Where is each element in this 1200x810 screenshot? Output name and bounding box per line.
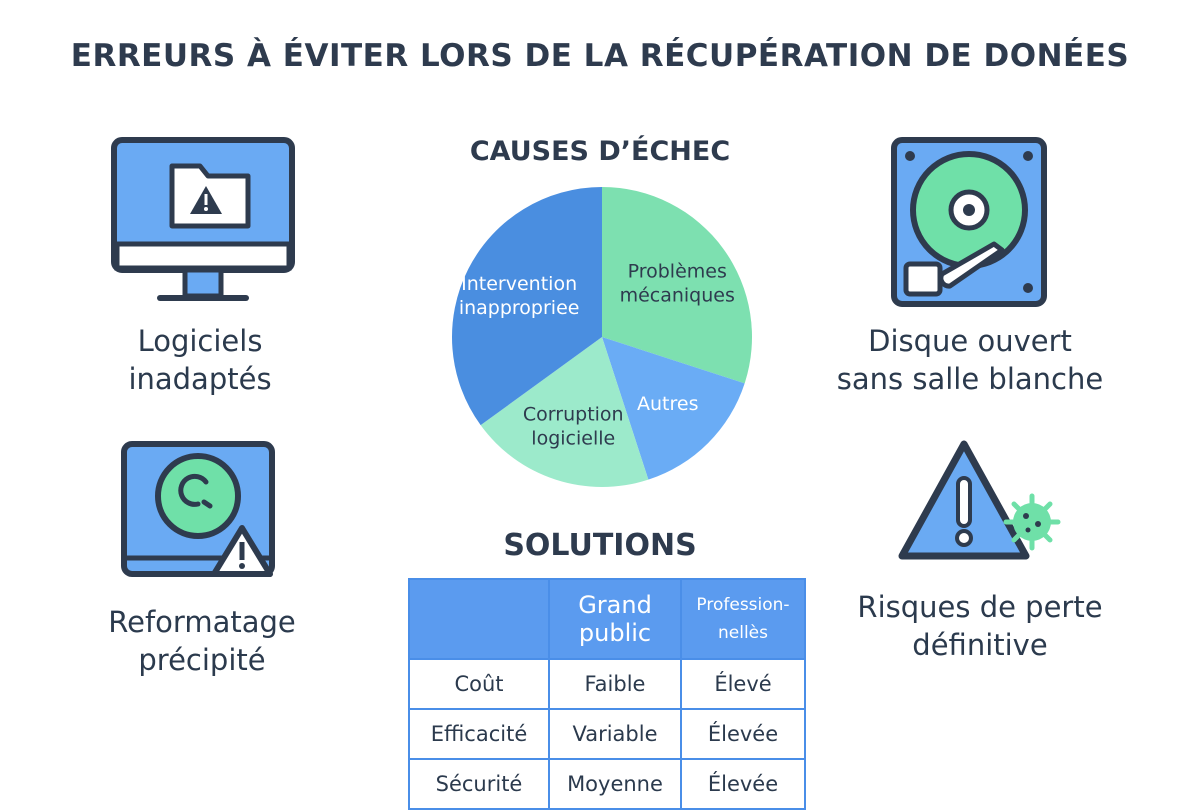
table-row: Sécurité Moyenne Élevée — [408, 758, 806, 810]
hard-disk-icon — [891, 137, 1047, 307]
table-row: Efficacité Variable Élevée — [408, 708, 806, 760]
pie-slice-label: inappropriee — [459, 297, 580, 319]
header-cell-empty — [408, 578, 550, 660]
chart-title: CAUSES D’ÉCHEC — [469, 136, 731, 167]
table-cell: Variable — [548, 708, 682, 760]
pie-slice-label: Corruption — [523, 403, 624, 425]
table-cell: Coût — [408, 658, 550, 710]
label-risques: Risques de perte définitive — [857, 590, 1103, 662]
pie-slice-label: Autres — [637, 393, 698, 415]
table-row: Coût Faible Élevé — [408, 658, 806, 710]
pie-slice-label: Problèmes — [628, 260, 727, 282]
table-cell: Élevée — [680, 708, 806, 760]
solutions-title: SOLUTIONS — [503, 528, 697, 563]
warning-virus-icon — [898, 440, 1061, 560]
pie-slice — [602, 187, 752, 384]
table-header-row: Grand public Profession-nellès — [408, 578, 806, 660]
header-cell-grand-public: Grand public — [548, 578, 682, 660]
table-cell: Élevé — [680, 658, 806, 710]
table-cell: Élevée — [680, 758, 806, 810]
page-title: ERREURS À ÉVITER LORS DE LA RÉCUPÉRATION… — [70, 38, 1130, 74]
label-disque: Disque ouvert sans salle blanche — [836, 324, 1104, 396]
pie-slice-label: Intervention — [461, 273, 577, 295]
pie-slice — [602, 337, 745, 480]
pie-slice — [452, 187, 602, 426]
table-cell: Moyenne — [548, 758, 682, 810]
pie-slice-label: logicielle — [531, 427, 615, 449]
label-logiciels: Logiciels inadaptés — [128, 324, 272, 396]
label-reformatage: Reformatage précipité — [108, 605, 296, 677]
monitor-warning-icon — [111, 137, 295, 301]
pie-slice — [480, 337, 649, 488]
table-cell: Faible — [548, 658, 682, 710]
pie-slice-label: mécaniques — [620, 284, 735, 306]
table-cell: Sécurité — [408, 758, 550, 810]
table-cell: Efficacité — [408, 708, 550, 760]
solutions-table: Grand public Profession-nellès Coût Faib… — [408, 578, 806, 810]
reformat-drive-icon — [121, 441, 275, 577]
header-cell-professionnels: Profession-nellès — [680, 578, 806, 660]
virus-icon — [1003, 493, 1061, 551]
